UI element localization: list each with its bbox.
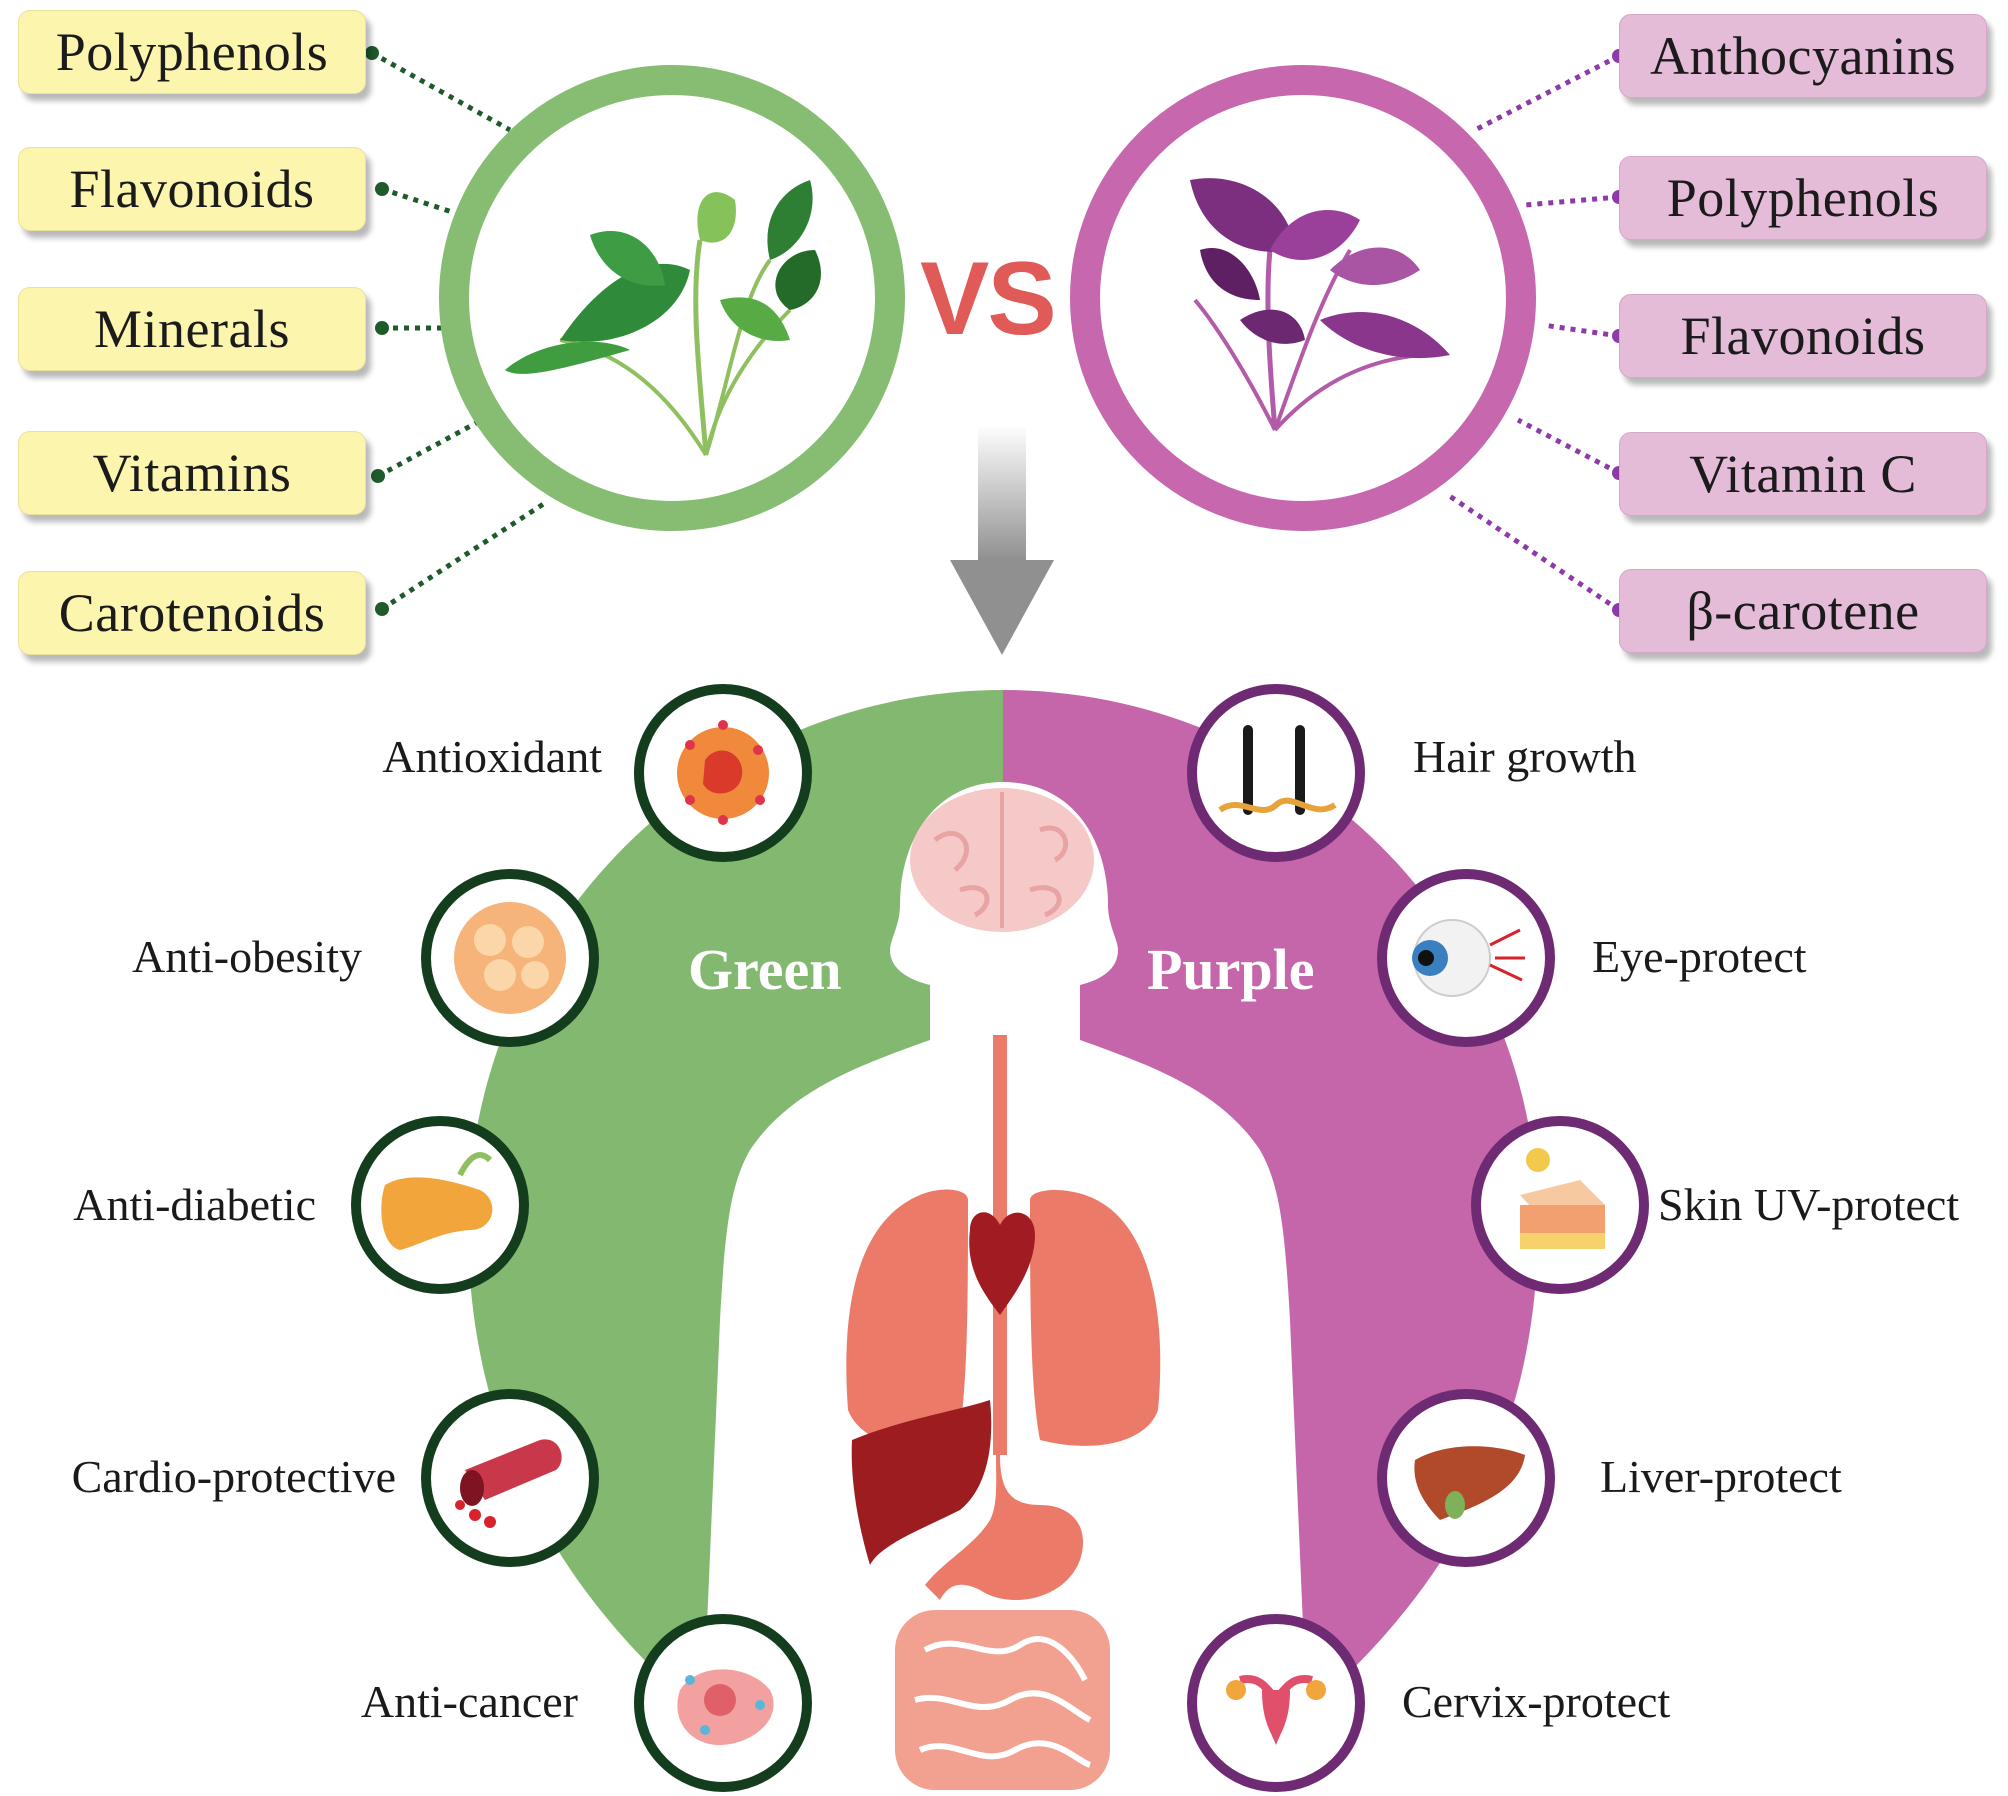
versus-label: VS <box>920 241 1057 357</box>
purple-nutrient-tag: β-carotene <box>1619 569 1987 653</box>
purple-nutrient-tag: Vitamin C <box>1619 432 1987 516</box>
heart-icon <box>969 1212 1035 1315</box>
purple-benefit-label: Hair growth <box>1413 731 1637 782</box>
purple-sweet-potato-leaf-icon <box>1190 178 1450 432</box>
blood-vessel-icon <box>421 1389 599 1567</box>
purple-plant-ring <box>1070 65 1536 531</box>
eyeball-icon <box>1377 869 1555 1047</box>
green-side-label: Green <box>688 937 842 1002</box>
green-benefit-label: Anti-cancer <box>360 1676 578 1727</box>
fat-cell-icon <box>421 869 599 1047</box>
liver-organ-icon <box>851 1400 992 1565</box>
purple-side-label: Purple <box>1147 937 1315 1002</box>
intestines-icon <box>895 1610 1110 1790</box>
purple-benefit-label: Liver-protect <box>1600 1451 1842 1502</box>
green-nutrient-tag: Polyphenols <box>18 10 366 94</box>
green-nutrient-tag: Vitamins <box>18 431 366 515</box>
hair-follicle-icon <box>1187 684 1365 862</box>
purple-benefit-icons <box>1187 684 1649 1792</box>
purple-nutrient-tag: Anthocyanins <box>1619 14 1987 98</box>
green-benefit-label: Anti-obesity <box>132 931 362 982</box>
purple-benefit-label: Eye-protect <box>1592 931 1807 982</box>
skin-layers-icon <box>1471 1116 1649 1294</box>
green-benefit-icons <box>351 684 812 1792</box>
green-nutrient-tag: Flavonoids <box>18 147 366 231</box>
green-benefit-label: Anti-diabetic <box>73 1179 316 1230</box>
green-benefit-label: Antioxidant <box>382 731 602 782</box>
green-sweet-potato-leaf-icon <box>505 180 821 457</box>
uterus-icon <box>1187 1614 1365 1792</box>
lung-right-icon <box>1030 1189 1161 1446</box>
green-benefit-label: Cardio-protective <box>71 1451 396 1502</box>
green-connector-dots <box>365 46 389 616</box>
liver-icon <box>1377 1389 1555 1567</box>
purple-nutrient-tag: Polyphenols <box>1619 156 1987 240</box>
brain-icon <box>910 788 1094 932</box>
pancreas-icon <box>351 1116 529 1294</box>
purple-benefit-label: Cervix-protect <box>1402 1676 1671 1727</box>
antioxidant-cell-icon <box>634 684 812 862</box>
down-arrow-icon <box>950 425 1054 655</box>
stomach-icon <box>925 1455 1084 1600</box>
green-nutrient-tag: Carotenoids <box>18 571 366 655</box>
green-connectors <box>370 50 547 612</box>
purple-nutrient-tag: Flavonoids <box>1619 294 1987 378</box>
green-nutrient-tag: Minerals <box>18 287 366 371</box>
purple-benefit-label: Skin UV-protect <box>1658 1179 1960 1230</box>
cancer-cell-icon <box>634 1614 812 1792</box>
lung-left-icon <box>846 1189 968 1446</box>
purple-connectors <box>1446 53 1621 613</box>
